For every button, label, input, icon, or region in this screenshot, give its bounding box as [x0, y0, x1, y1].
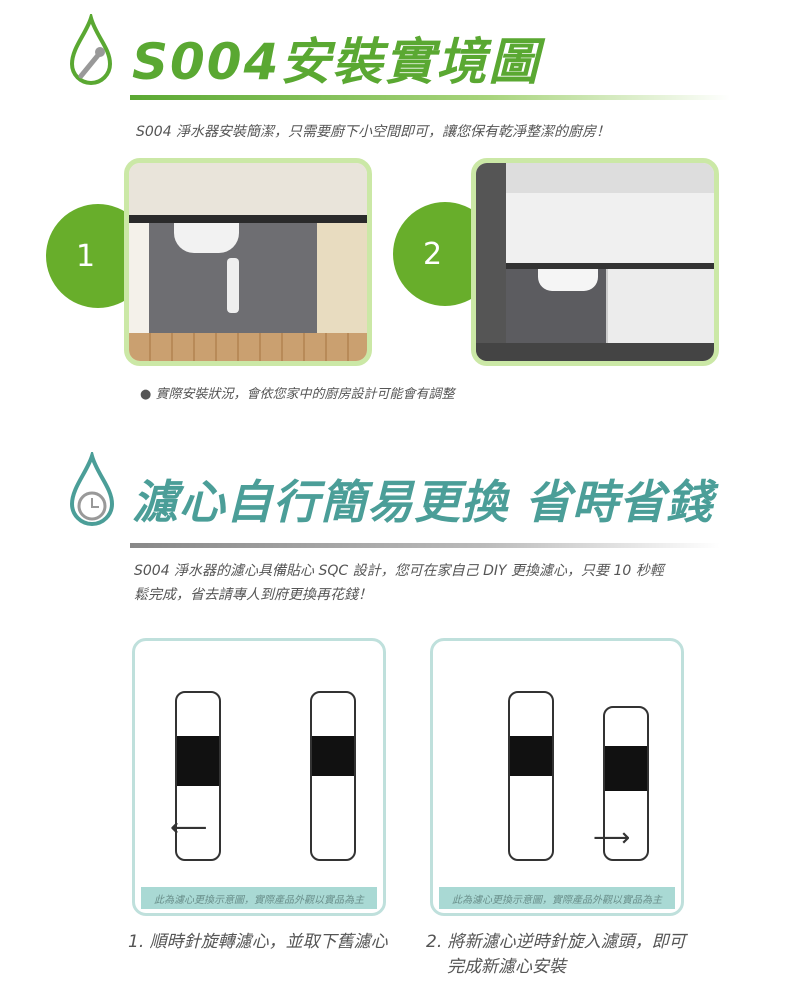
installation-description: S004 淨水器安裝簡潔，只需要廚下小空間即可，讓您保有乾淨整潔的廚房！ [136, 124, 611, 140]
replacement-illustration-1: ⟵ 此為濾心更換示意圖，實際產品外觀以實品為主 [132, 638, 386, 916]
wrench-drop-icon [69, 14, 113, 85]
step-1-instruction: 1. 順時針旋轉濾心，並取下舊濾心 [128, 932, 388, 952]
step-2-instruction-line1: 2. 將新濾心逆時針旋入濾頭，即可 [426, 932, 686, 952]
step-2-instruction-line2: 完成新濾心安裝 [447, 957, 566, 977]
section-title-installation: S004安裝實境圖 [132, 33, 541, 91]
title-underline [130, 95, 730, 100]
illustration-caption: 此為濾心更換示意圖，實際產品外觀以實品為主 [439, 887, 675, 909]
section-title-filter-replacement: 濾心自行簡易更換 省時省錢 [132, 475, 714, 529]
installation-photo-1 [124, 158, 372, 366]
replacement-description-line1: S004 淨水器的濾心具備貼心 SQC 設計，您可在家自己 DIY 更換濾心，只… [134, 563, 664, 579]
replacement-description-line2: 鬆完成，省去請專人到府更換再花錢！ [134, 587, 372, 603]
installation-photo-2 [471, 158, 719, 366]
clock-drop-icon [69, 452, 115, 526]
title-underline [130, 543, 720, 548]
installation-note: ● 實際安裝狀況，會依您家中的廚房設計可能會有調整 [140, 387, 455, 402]
replacement-illustration-2: ⟶ 此為濾心更換示意圖，實際產品外觀以實品為主 [430, 638, 684, 916]
illustration-caption: 此為濾心更換示意圖，實際產品外觀以實品為主 [141, 887, 377, 909]
